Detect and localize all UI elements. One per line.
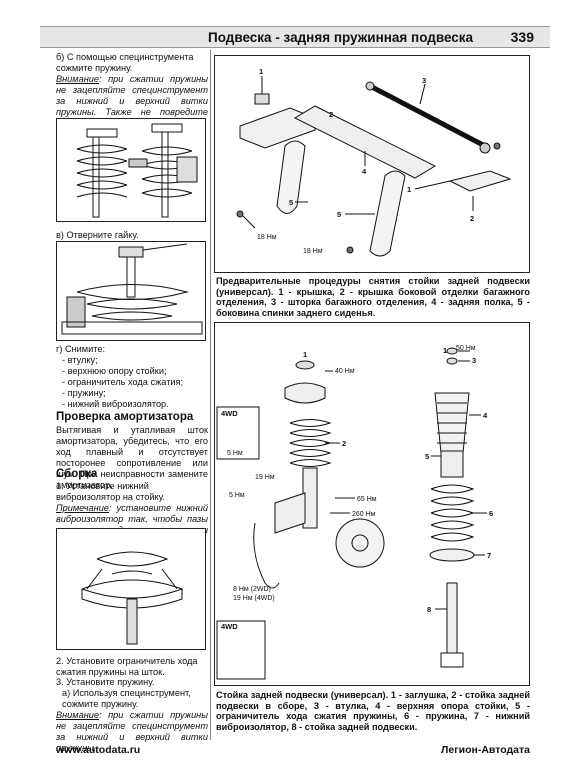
column-divider — [210, 50, 211, 740]
fig2-label-2: 2 — [342, 439, 346, 448]
fig2-label-8: 8 — [427, 605, 431, 614]
step-b: б) С помощью специнструмента сожмите пру… — [56, 52, 194, 73]
page-title: Подвеска - задняя пружинная подвеска — [208, 30, 474, 45]
fig1-label-4: 4 — [362, 167, 367, 176]
fig1-label-1a: 1 — [259, 67, 263, 76]
fig1-label-5b: 5 — [337, 210, 341, 219]
fig1-torque-a: 18 Нм — [257, 234, 277, 241]
fig1-label-5a: 5 — [289, 198, 293, 207]
g-item-0: - втулку; — [62, 355, 98, 365]
fig2-label-6: 6 — [489, 509, 493, 518]
fig2-label-1a: 1 — [303, 350, 307, 359]
assembly-step2: 2. Установите ограничитель хода сжатия п… — [56, 656, 198, 677]
footer-url: www.autodata.ru — [56, 744, 141, 756]
fig2-torque-65: 65 Нм — [357, 496, 377, 503]
fig2-torque-260: 260 Нм — [352, 511, 376, 518]
fig2-label-7: 7 — [487, 551, 491, 560]
assembly-step3: 3. Установите пружину. — [56, 677, 155, 687]
g-item-2: - ограничитель хода сжатия; — [62, 377, 184, 387]
fig2-label-4: 4 — [483, 411, 488, 420]
fig2-torque-5a: 5 Нм — [227, 450, 243, 457]
fig2-badge-4wd-b: 4WD — [221, 622, 238, 631]
note-3-label: Внимание — [56, 710, 99, 720]
fig2-torque-50: 50 Нм — [456, 345, 476, 352]
note-b-label: Внимание — [56, 74, 99, 84]
figure-lower-insulator — [56, 528, 206, 650]
step-g: г) Снимите: — [56, 344, 106, 354]
step-v: в) Отверните гайку. — [56, 230, 139, 240]
fig2-label-5: 5 — [425, 452, 429, 461]
section-assembly-title: Сборка — [56, 468, 98, 480]
fig2-badge-4wd-a: 4WD — [221, 409, 238, 418]
assembly-step3a: а) Используя специнструмент, сожмите пру… — [62, 688, 191, 709]
fig2-caption: Стойка задней подвески (универсал). 1 - … — [216, 690, 530, 732]
fig1-label-1b: 1 — [407, 185, 411, 194]
figure-spring-compress — [56, 118, 206, 222]
fig1-label-3: 3 — [422, 76, 426, 85]
figure-strut-assembly: 1 2 1 3 4 5 6 7 8 40 Нм 50 Нм 65 Нм 260 … — [214, 322, 530, 686]
fig2-torque-8: 8 Нм (2WD) — [233, 586, 271, 593]
page-number: 339 — [510, 29, 534, 45]
page-header: Подвеска - задняя пружинная подвеска 339 — [40, 26, 550, 48]
g-item-3: - пружину; — [62, 388, 106, 398]
note-3-text: : при сжатии пружины не зацепляйте специ… — [56, 710, 208, 753]
fig2-label-3: 3 — [472, 356, 476, 365]
fig2-torque-19-4wd: 19 Нм (4WD) — [233, 595, 275, 602]
figure-trim-removal: 1 2 3 4 5 5 1 2 18 Нм 18 Нм — [214, 55, 530, 273]
assembly-step1: 1. Установите нижний виброизолятор на ст… — [56, 481, 165, 502]
fig1-torque-b: 18 Нм — [303, 248, 323, 255]
fig2-torque-5b: 5 Нм — [229, 492, 245, 499]
fig2-torque-19: 19 Нм — [255, 474, 275, 481]
fig1-label-2a: 2 — [329, 110, 333, 119]
assembly-step3-note: Внимание: при сжатии пружины не зацепляй… — [56, 710, 208, 754]
section-check-text: Вытягивая и утапливая шток амортизатора,… — [56, 425, 208, 490]
figure-nut-removal — [56, 241, 206, 341]
note-1-label: Примечание — [56, 503, 109, 513]
footer-publisher: Легион-Автодата — [441, 744, 530, 756]
fig1-label-2b: 2 — [470, 214, 474, 223]
fig1-caption: Предварительные процедуры снятия стойки … — [216, 276, 530, 318]
g-item-1: - верхнюю опору стойки; — [62, 366, 167, 376]
section-check-title: Проверка амортизатора — [56, 411, 194, 423]
fig2-torque-40: 40 Нм — [335, 368, 355, 375]
fig2-label-1b: 1 — [443, 346, 447, 355]
g-item-4: - нижний виброизолятор. — [62, 399, 169, 409]
